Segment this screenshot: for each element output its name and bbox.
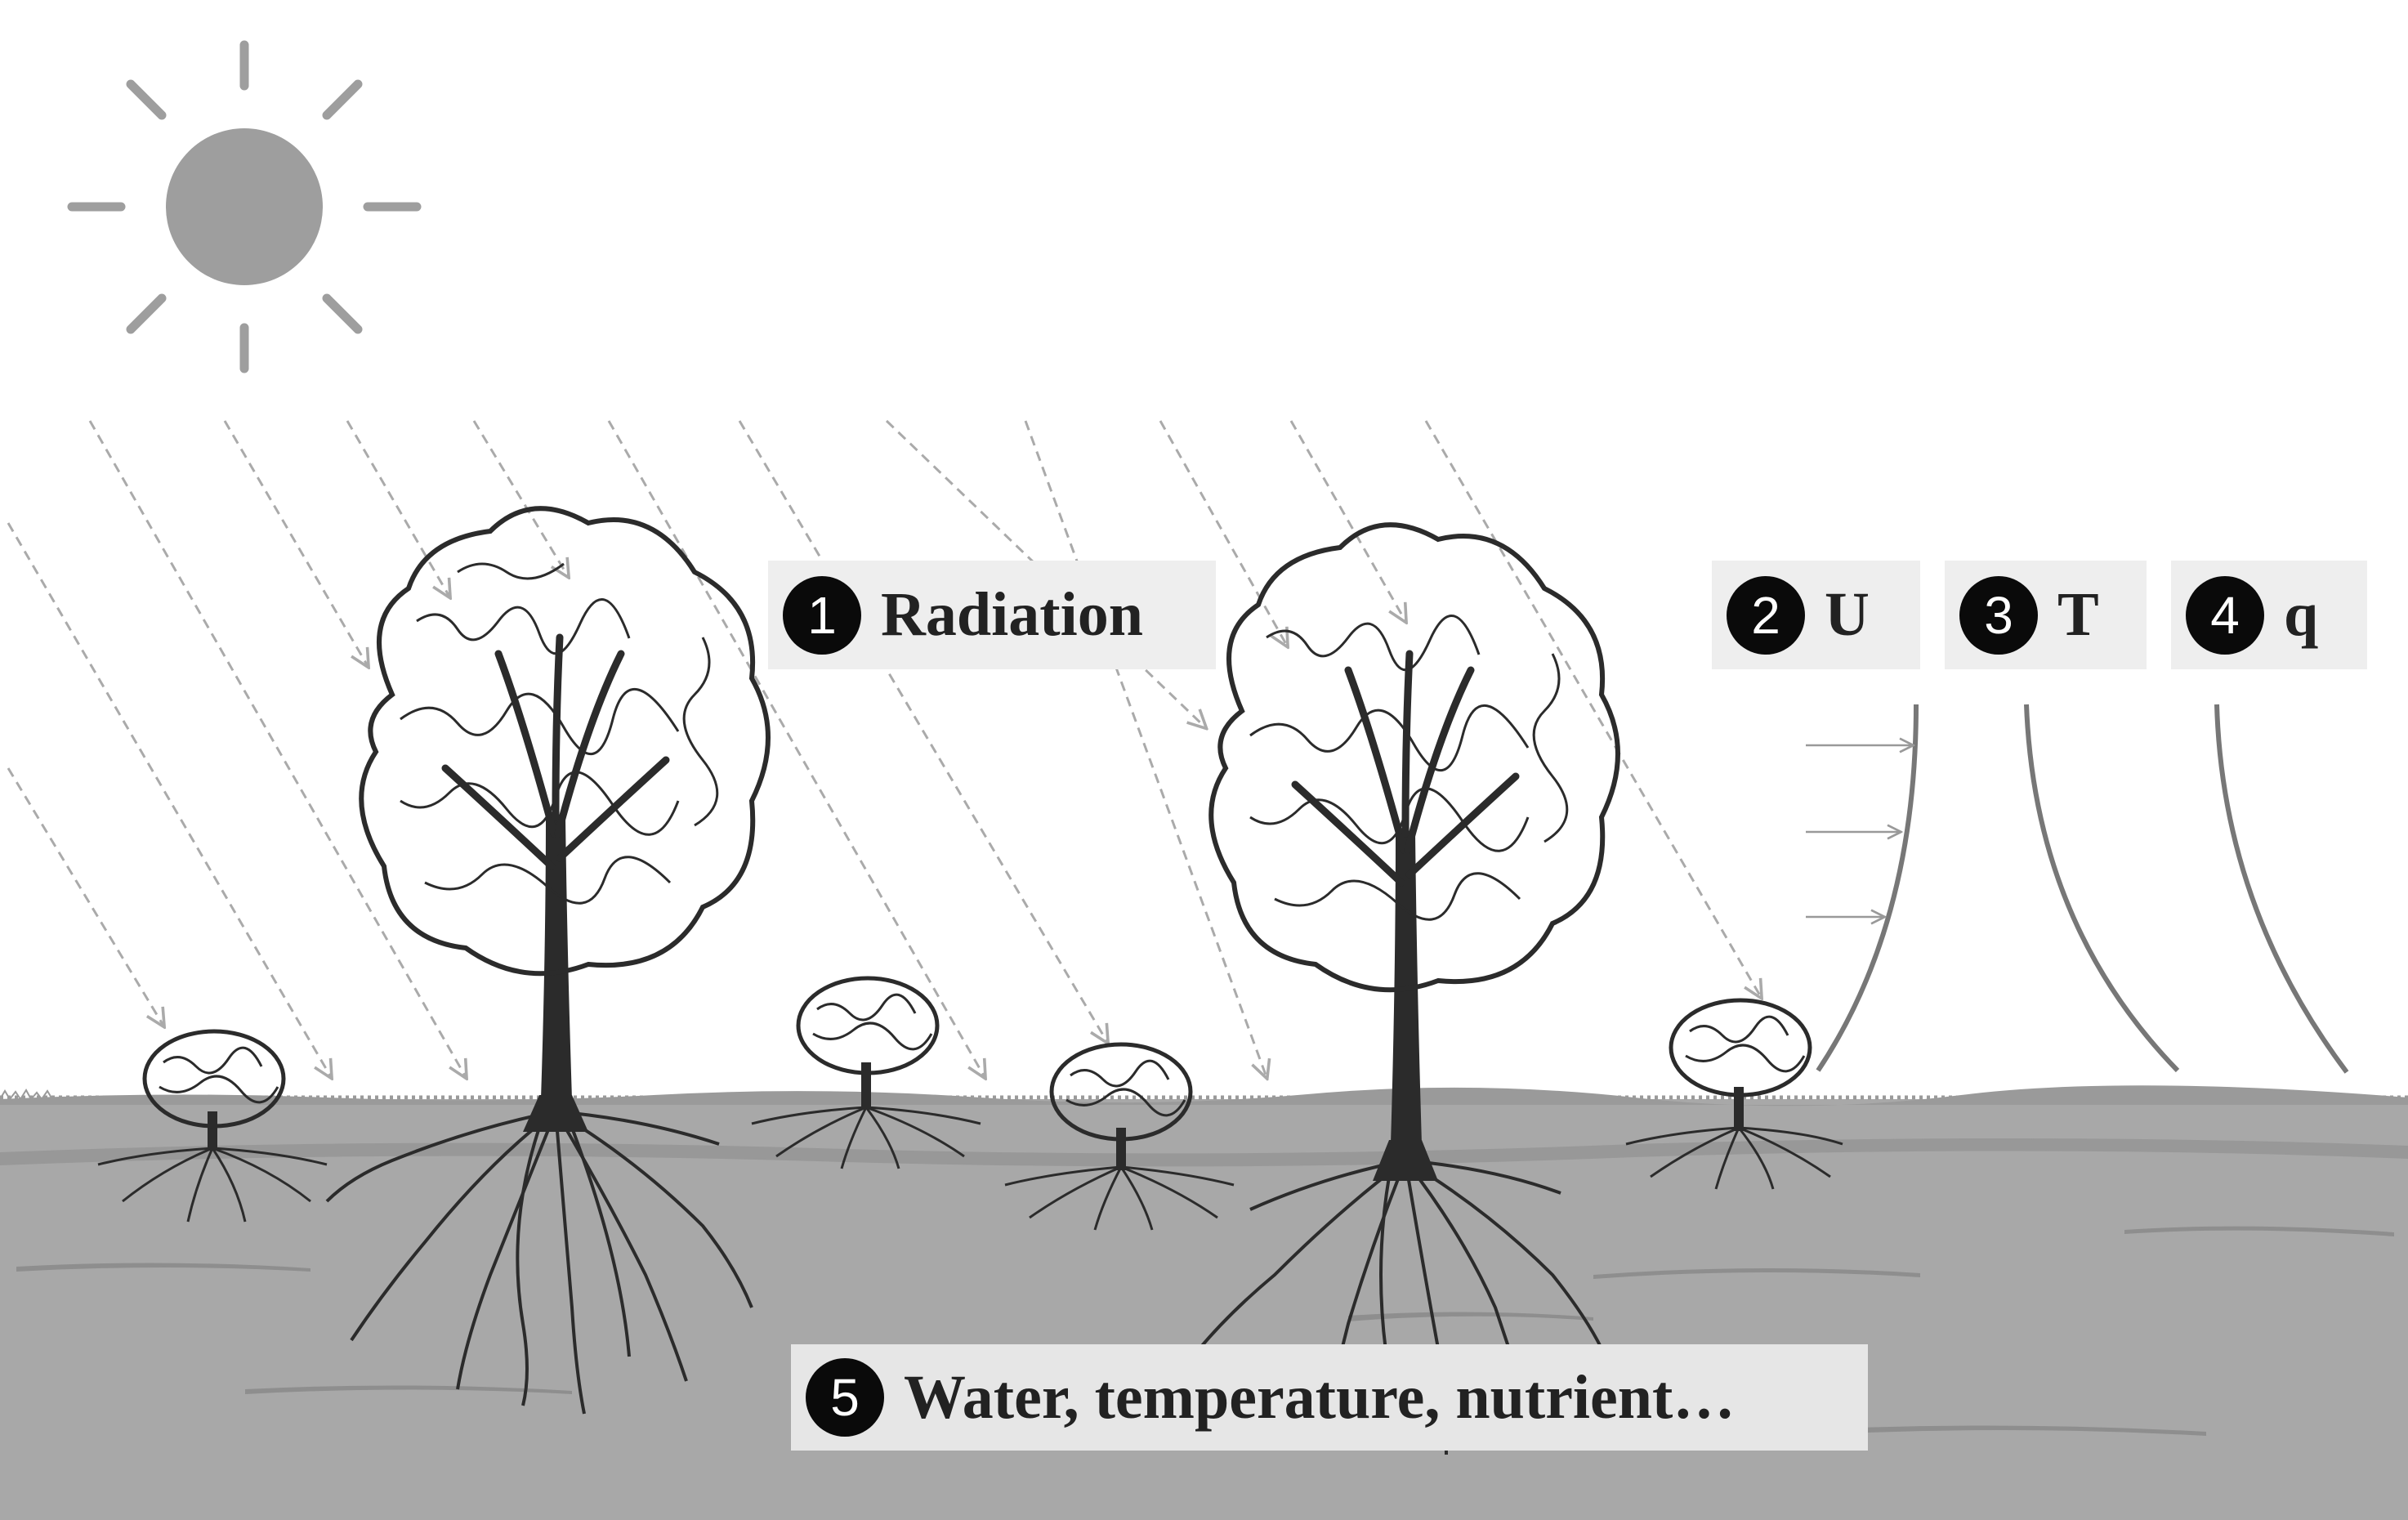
shrub-icon — [97, 1029, 328, 1223]
radiation-label-text: Radiation — [881, 580, 1143, 649]
temperature-number-badge: 3 — [1959, 575, 2038, 655]
soil-factors-label: 5 Water, temperature, nutrient… — [791, 1344, 1868, 1451]
radiation-number-badge: 1 — [783, 575, 861, 655]
radiation-arrow-icon — [1159, 420, 1287, 646]
shrub-icon — [1625, 998, 1843, 1190]
humidity-label-text: q — [2284, 580, 2319, 649]
temperature-profile-icon — [2024, 704, 2180, 1073]
radiation-arrow-icon — [1424, 420, 1761, 997]
radiation-arrows — [7, 419, 1761, 1077]
humidity-number-badge: 4 — [2186, 575, 2264, 655]
wind-speed-number-badge: 2 — [1727, 575, 1805, 655]
soil-layer — [0, 1085, 2408, 1520]
radiation-arrow-icon — [1024, 420, 1267, 1077]
sun-icon — [67, 40, 422, 373]
shrub-icon — [1004, 1042, 1235, 1231]
radiation-arrow-icon — [223, 420, 368, 666]
wind-profile-icon — [1806, 704, 1919, 1072]
tree-icon — [325, 506, 771, 1415]
radiation-label: 1 Radiation — [768, 561, 1216, 669]
radiation-arrow-icon — [7, 522, 331, 1077]
radiation-arrow-icon — [88, 420, 466, 1077]
tree-icon — [1191, 522, 1620, 1455]
temperature-label: 3 T — [1945, 561, 2147, 669]
soil-factors-label-text: Water, temperature, nutrient… — [904, 1362, 1736, 1432]
radiation-arrow-icon — [346, 420, 449, 597]
radiation-arrow-icon — [738, 420, 1107, 1042]
soil-factors-number-badge: 5 — [806, 1358, 884, 1437]
sky-background — [0, 0, 2408, 1099]
humidity-label: 4 q — [2171, 561, 2367, 669]
wind-speed-label: 2 U — [1712, 561, 1920, 669]
wind-speed-label-text: U — [1825, 580, 1870, 649]
radiation-arrow-icon — [472, 420, 568, 576]
radiation-arrow-icon — [607, 420, 985, 1077]
radiation-arrow-icon — [7, 767, 163, 1026]
humidity-profile-icon — [2214, 704, 2349, 1074]
radiation-arrow-icon — [1289, 420, 1405, 621]
temperature-label-text: T — [2057, 580, 2099, 649]
shrub-icon — [751, 976, 981, 1169]
